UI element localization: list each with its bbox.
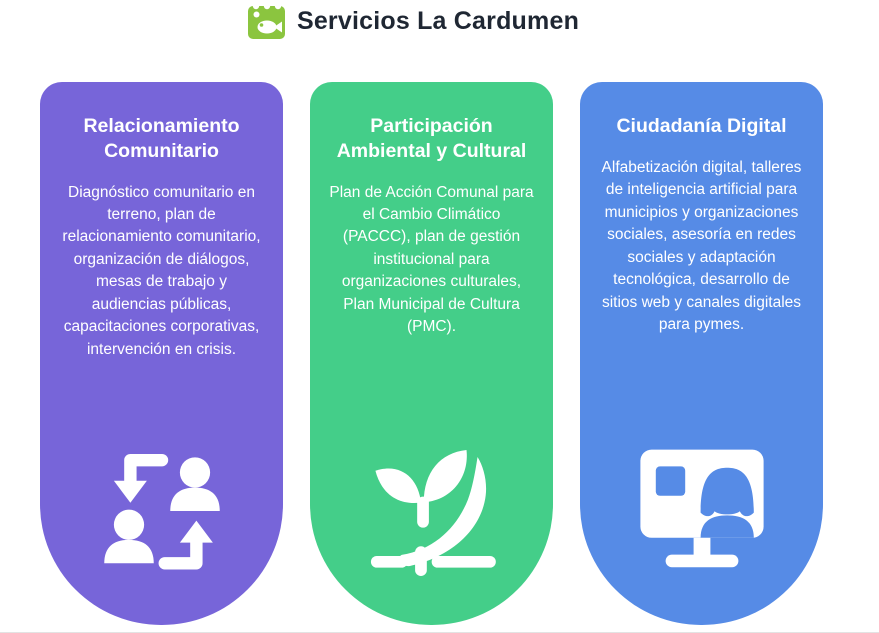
card-title: Participación Ambiental y Cultural [336,115,527,162]
page-title: Servicios La Cardumen [296,7,580,35]
card-description: Plan de Acción Comunal para el Cambio Cl… [329,183,534,336]
service-card-relacionamiento: Relacionamiento Comunitario Diagnóstico … [40,82,283,625]
services-cards: Relacionamiento Comunitario Diagnóstico … [40,82,823,625]
card-description: Alfabetización digital, talleres de inte… [601,158,802,334]
card-title: Relacionamiento Comunitario [83,115,240,162]
fish-icon [247,2,285,39]
service-card-participacion: Participación Ambiental y Cultural Plan … [310,82,553,625]
card-title: Ciudadanía Digital [616,115,787,137]
card-description: Diagnóstico comunitario en terreno, plan… [62,183,261,358]
page-header: Servicios La Cardumen [0,2,853,39]
sprout-growth-icon [363,439,501,577]
people-exchange-icon [96,445,228,577]
service-card-ciudadania: Ciudadanía Digital Alfabetización digita… [580,82,823,625]
digital-monitor-person-icon [632,437,772,577]
